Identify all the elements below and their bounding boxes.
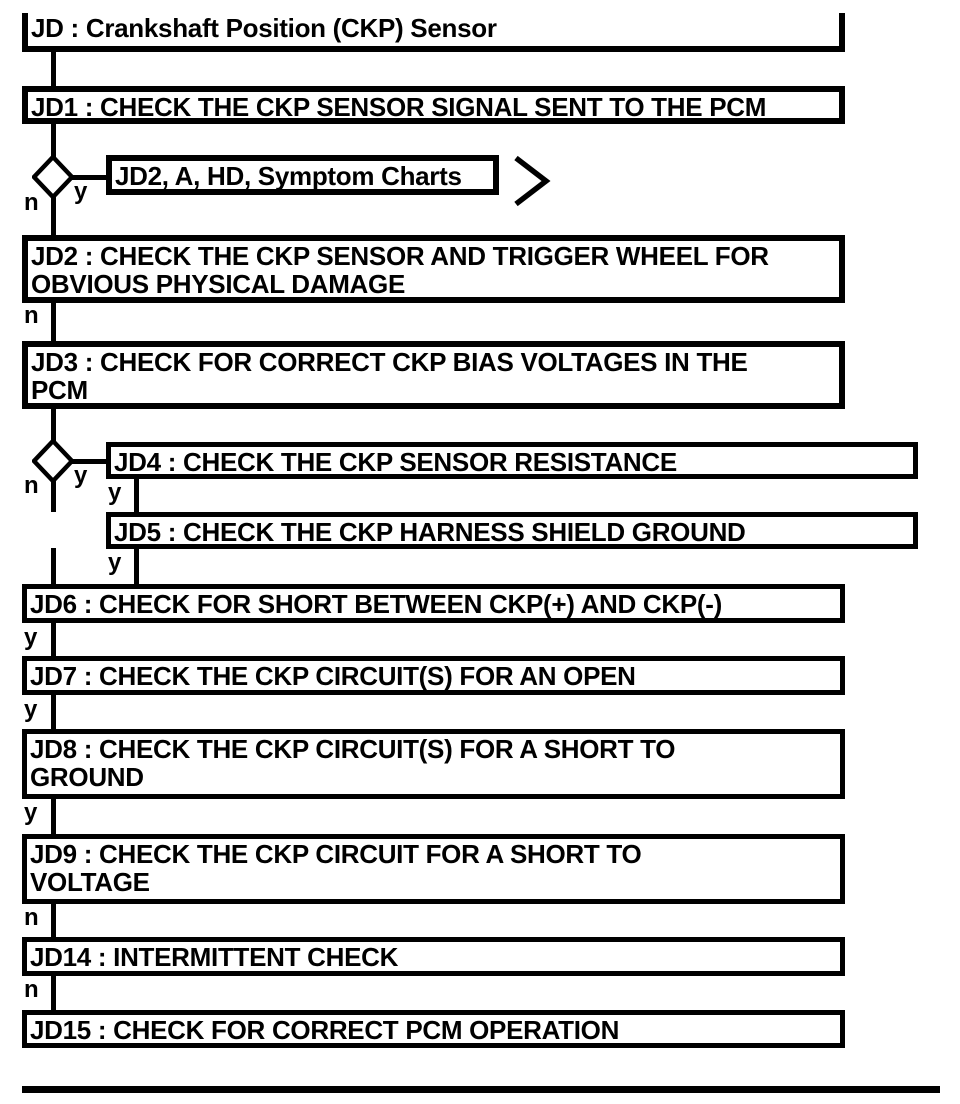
connector-line bbox=[134, 549, 139, 584]
connector-line bbox=[134, 479, 139, 512]
node-jd2: JD2 : CHECK THE CKP SENSOR AND TRIGGER W… bbox=[22, 235, 845, 303]
node-jd14: JD14 : INTERMITTENT CHECK bbox=[22, 937, 845, 976]
branch-label-yes: y bbox=[74, 178, 88, 205]
branch-label-yes: y bbox=[108, 549, 122, 576]
connector-line bbox=[51, 52, 56, 86]
offpage-connector-chevron-icon bbox=[514, 155, 551, 207]
node-jd3: JD3 : CHECK FOR CORRECT CKP BIAS VOLTAGE… bbox=[22, 341, 845, 409]
branch-label-no: n bbox=[24, 904, 39, 931]
branch-label-yes: y bbox=[24, 799, 38, 826]
branch-label-no: n bbox=[24, 302, 39, 329]
branch-label-yes: y bbox=[24, 696, 38, 723]
connector-line bbox=[71, 459, 108, 464]
branch-label-yes: y bbox=[24, 624, 38, 651]
node-jd9: JD9 : CHECK THE CKP CIRCUIT FOR A SHORT … bbox=[22, 834, 845, 904]
branch-label-no: n bbox=[24, 976, 39, 1003]
node-jd5: JD5 : CHECK THE CKP HARNESS SHIELD GROUN… bbox=[106, 512, 918, 549]
bottom-rule-divider bbox=[22, 1086, 940, 1093]
node-jd1: JD1 : CHECK THE CKP SENSOR SIGNAL SENT T… bbox=[22, 86, 845, 124]
node-jd15: JD15 : CHECK FOR CORRECT PCM OPERATION bbox=[22, 1010, 845, 1048]
node-jd8: JD8 : CHECK THE CKP CIRCUIT(S) FOR A SHO… bbox=[22, 729, 845, 799]
connector-line bbox=[51, 904, 56, 937]
node-jd-title: JD : Crankshaft Position (CKP) Sensor bbox=[22, 13, 845, 52]
branch-label-yes: y bbox=[108, 479, 122, 506]
node-jd7: JD7 : CHECK THE CKP CIRCUIT(S) FOR AN OP… bbox=[22, 656, 845, 695]
connector-line bbox=[51, 481, 56, 512]
connector-line bbox=[51, 548, 56, 584]
connector-line bbox=[51, 695, 56, 729]
connector-line bbox=[51, 623, 56, 656]
connector-line bbox=[51, 799, 56, 834]
branch-label-no: n bbox=[24, 189, 39, 216]
connector-line bbox=[51, 303, 56, 341]
connector-line bbox=[51, 124, 56, 157]
node-jd4: JD4 : CHECK THE CKP SENSOR RESISTANCE bbox=[106, 442, 918, 479]
connector-line bbox=[51, 976, 56, 1010]
connector-line bbox=[71, 175, 108, 180]
connector-line bbox=[51, 197, 56, 235]
node-ref-symptom-charts: JD2, A, HD, Symptom Charts bbox=[106, 155, 499, 195]
branch-label-yes: y bbox=[74, 462, 88, 489]
branch-label-no: n bbox=[24, 472, 39, 499]
connector-line bbox=[51, 409, 56, 441]
node-jd6: JD6 : CHECK FOR SHORT BETWEEN CKP(+) AND… bbox=[22, 584, 845, 623]
